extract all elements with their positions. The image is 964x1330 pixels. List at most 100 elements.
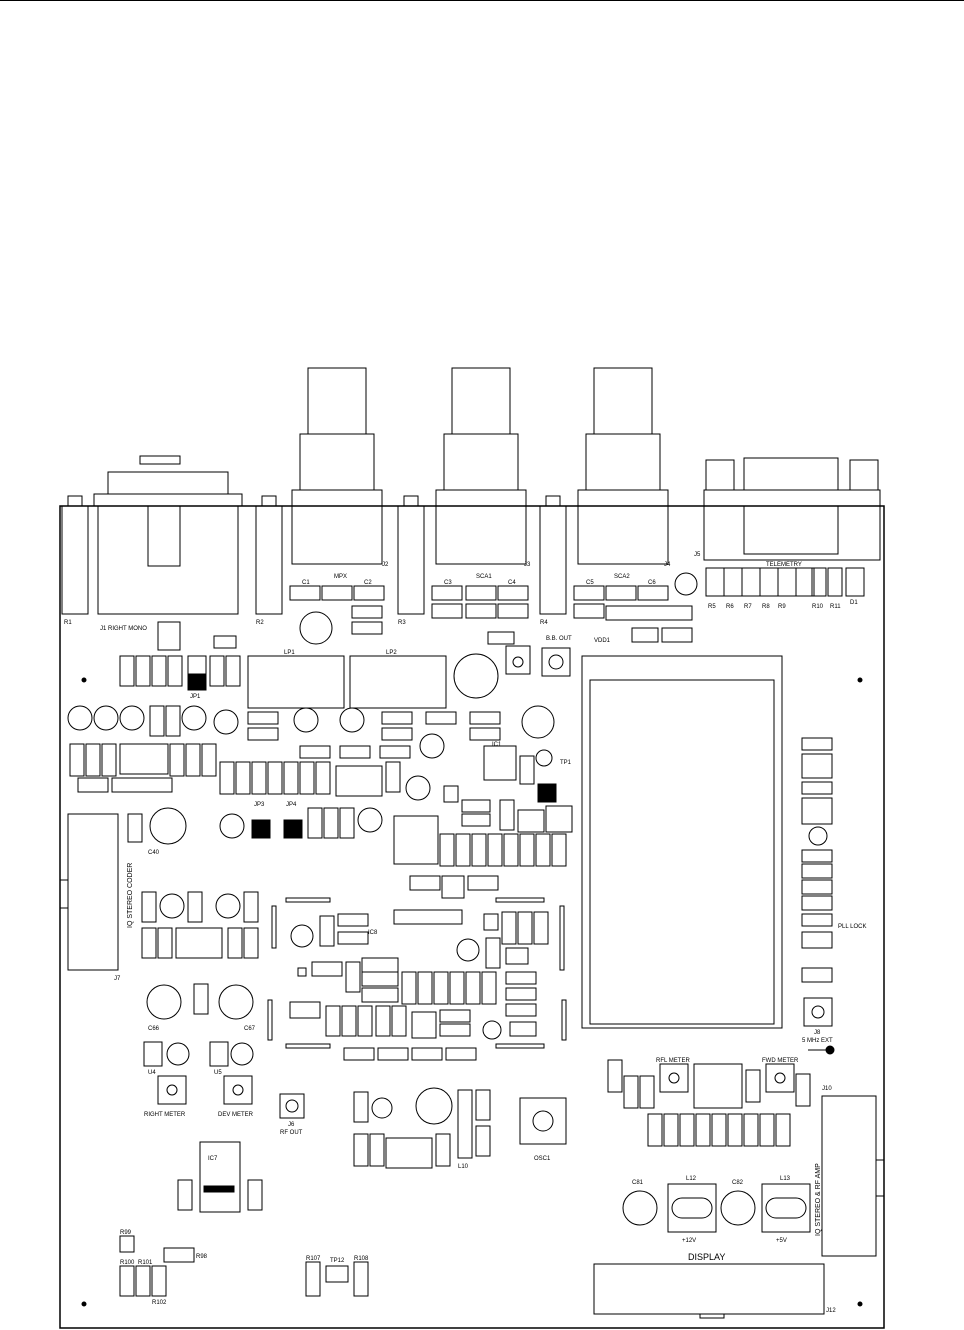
label-tp1: TP1 (560, 760, 572, 766)
jumper-jp4-pad (283, 819, 303, 839)
dsub-connector-j5 (703, 457, 881, 561)
large-ic-socket (581, 655, 783, 1029)
ic-socket-mid (393, 815, 439, 865)
label-d1: D1 (850, 600, 858, 606)
label-l12: L12 (686, 1176, 697, 1182)
label-right-meter: RIGHT METER (144, 1112, 186, 1118)
connector-j6-rf-out (279, 1093, 305, 1119)
label-jp4: JP4 (286, 802, 297, 808)
resistor-r1 (61, 505, 89, 615)
label-r3: R3 (398, 620, 406, 626)
xlr-connector-j1 (93, 455, 243, 615)
label-jp3: JP3 (254, 802, 265, 808)
label-dev-meter: DEV METER (218, 1112, 254, 1118)
telemetry-resistor-array (705, 567, 865, 597)
smd-row-sca1 (431, 585, 529, 619)
label-r10: R10 (812, 604, 824, 610)
label-iq-stereo-coder: IQ STEREO CODER (127, 863, 134, 928)
label-r100: R100 (120, 1260, 135, 1266)
label-r99: R99 (120, 1230, 132, 1236)
label-r108: R108 (354, 1256, 369, 1262)
label-j4: J4 (664, 562, 671, 568)
connector-j10 (821, 1095, 877, 1257)
label-c81: C81 (632, 1180, 644, 1186)
label-rf-out: RF OUT (280, 1130, 303, 1136)
label-tp12: TP12 (330, 1258, 345, 1264)
label-u4: U4 (148, 1070, 156, 1076)
smd-group-left-1 (119, 655, 241, 687)
label-j12: J12 (826, 1308, 836, 1314)
trimpot-right-meter (157, 1075, 187, 1105)
label-osc1: OSC1 (534, 1156, 551, 1162)
jumper-jp1-pad (187, 673, 207, 691)
label-jp1: JP1 (190, 694, 201, 700)
label-l13: L13 (780, 1176, 791, 1182)
label-c1: C1 (302, 580, 310, 586)
trimpot-rfl-meter (659, 1063, 689, 1093)
board-outline (59, 505, 885, 1329)
display-connector-j12 (593, 1263, 825, 1315)
label-pll-lock: PLL LOCK (838, 924, 866, 930)
test-point-tp12 (305, 1261, 321, 1297)
label-r98: R98 (196, 1254, 208, 1260)
label-r9: R9 (778, 604, 786, 610)
label-bb-out: B.B. OUT (546, 636, 572, 642)
label-sca1: SCA1 (476, 574, 492, 580)
bnc-connector-sca1 (435, 367, 527, 565)
label-vdd1: VDD1 (594, 638, 611, 644)
label-j8: J8 (814, 1030, 821, 1036)
label-lp1: LP1 (284, 650, 295, 656)
filter-lp2 (349, 655, 447, 709)
bnc-connector-mpx (291, 367, 383, 565)
label-r107: R107 (306, 1256, 321, 1262)
label-u5: U5 (214, 1070, 222, 1076)
label-c67: C67 (244, 1026, 256, 1032)
label-sca2: SCA2 (614, 574, 630, 580)
label-c4: C4 (508, 580, 516, 586)
label-display: DISPLAY (688, 1252, 725, 1262)
label-r6: R6 (726, 604, 734, 610)
label-ic7: IC7 (208, 1156, 218, 1162)
label-plus5v: +5V (776, 1238, 787, 1244)
bnc-connector-sca2 (577, 367, 669, 565)
test-pad-tp1 (537, 783, 557, 803)
label-c66: C66 (148, 1026, 160, 1032)
label-plus12v: +12V (682, 1238, 696, 1244)
trimpot-fwd-meter (765, 1063, 795, 1093)
label-telemetry: TELEMETRY (766, 562, 802, 568)
filter-lp1 (247, 655, 345, 709)
label-r8: R8 (762, 604, 770, 610)
trimpot-dev-meter (223, 1075, 253, 1105)
label-iq-stereo-rf-amp: IQ STEREO & RF AMP (815, 1163, 822, 1236)
label-ic1: IC1 (492, 742, 502, 748)
label-c5: C5 (586, 580, 594, 586)
label-r11: R11 (830, 604, 841, 610)
label-lp2: LP2 (386, 650, 397, 656)
regulator-ic7 (199, 1141, 241, 1213)
label-c82: C82 (732, 1180, 744, 1186)
label-rfl-meter: RFL METER (656, 1058, 690, 1064)
label-c6: C6 (648, 580, 656, 586)
label-r4: R4 (540, 620, 548, 626)
label-r2: R2 (256, 620, 264, 626)
label-j1: J1 RIGHT MONO (100, 626, 147, 632)
label-r7: R7 (744, 604, 752, 610)
smd-row-mpx (289, 585, 385, 635)
label-j2: J2 (382, 562, 389, 568)
label-r101: R101 (138, 1260, 153, 1266)
page-top-rule (0, 0, 964, 1)
label-j7: J7 (114, 976, 121, 982)
label-r5: R5 (708, 604, 716, 610)
jumper-jp3-pad (251, 819, 271, 839)
label-c2: C2 (364, 580, 372, 586)
label-r102: R102 (152, 1300, 167, 1306)
label-5mhz-ext: 5 MHz EXT (802, 1038, 833, 1044)
label-l10: L10 (458, 1164, 469, 1170)
resistor-r3 (397, 505, 425, 615)
iq-stereo-coder-connector (67, 813, 119, 971)
label-c40: C40 (148, 850, 160, 856)
label-j3: J3 (524, 562, 531, 568)
resistor-r4 (539, 505, 567, 615)
label-r1: R1 (64, 620, 72, 626)
